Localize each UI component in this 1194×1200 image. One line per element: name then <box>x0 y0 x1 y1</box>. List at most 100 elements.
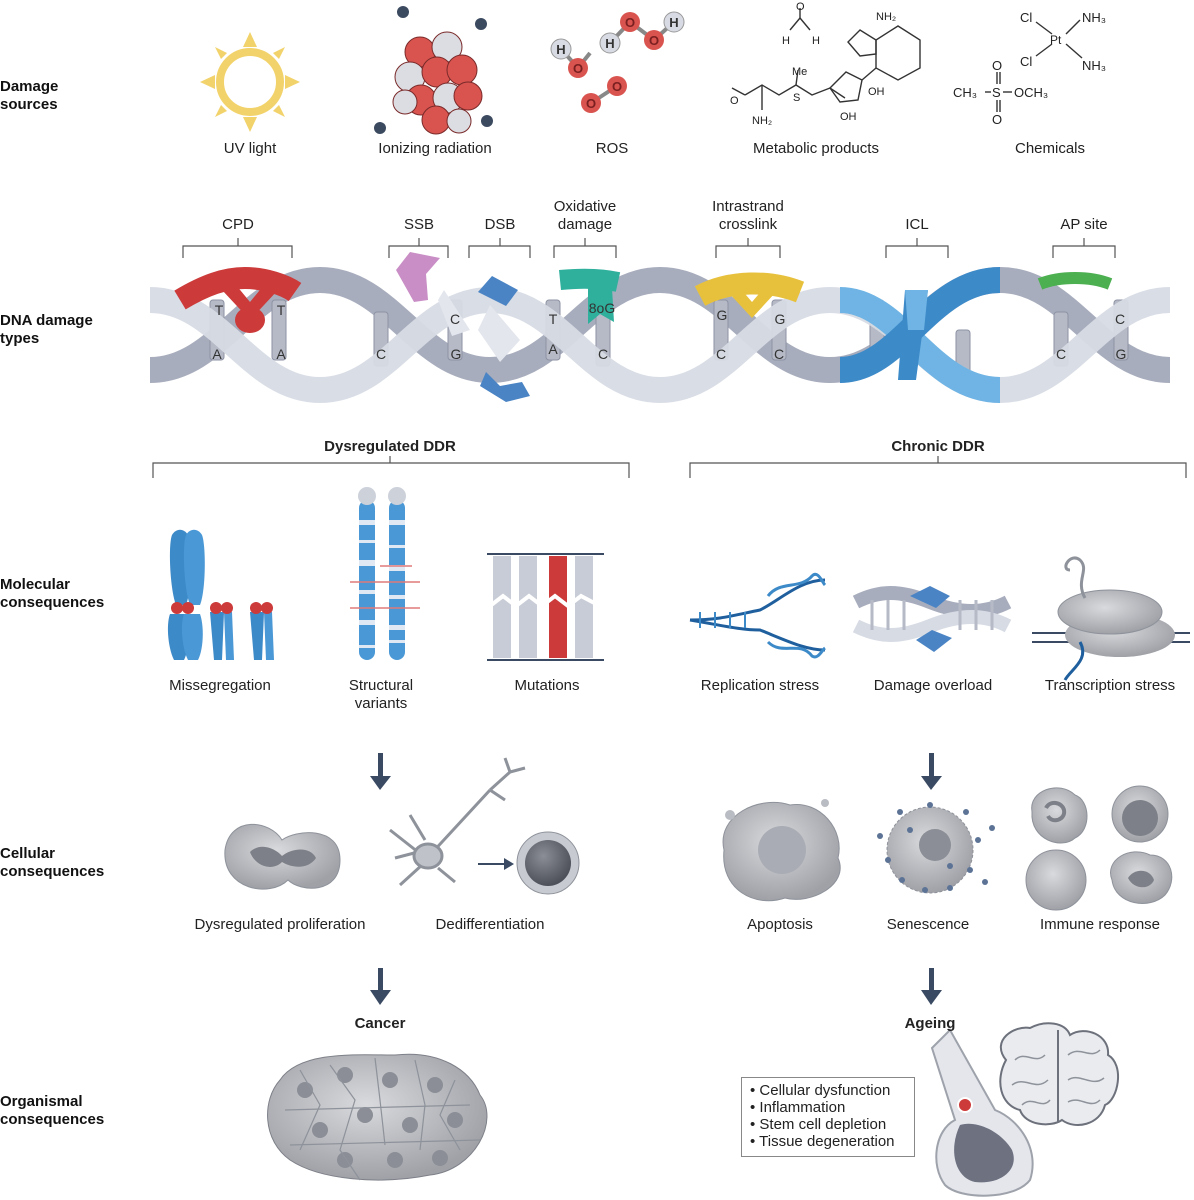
dna-helix: T T A A C G C T 8oG A C G G C C C C G <box>149 252 1171 404</box>
base-letter: T <box>277 302 286 318</box>
tumor-cell-cluster-icon <box>267 1053 488 1181</box>
base-letter: C <box>450 311 460 327</box>
cellular-label-proliferation: Dysregulated proliferation <box>194 916 366 933</box>
molecular-label-replication-stress: Replication stress <box>700 677 820 694</box>
uv-light-icon <box>200 32 300 132</box>
chem-label: OH <box>868 86 885 98</box>
missegregation-icon <box>167 529 274 660</box>
cellular-label-senescence: Senescence <box>886 916 970 933</box>
base-letter: T <box>549 311 558 327</box>
ros-atom: O <box>573 61 583 76</box>
label-line: variants <box>354 695 408 712</box>
damage-type-dsb: DSB <box>484 216 516 233</box>
brain-icon <box>999 1022 1120 1126</box>
ageing-features-list: • Cellular dysfunction • Inflammation • … <box>741 1077 915 1157</box>
base-letter: C <box>598 346 608 362</box>
row-label-line: consequences <box>0 1111 105 1128</box>
row-label-line: Damage <box>0 78 59 95</box>
base-letter: A <box>548 341 558 357</box>
senescence-icon <box>877 802 995 894</box>
damage-type-oxidative: Oxidative damage <box>540 198 630 234</box>
base-letter: C <box>1115 311 1125 327</box>
damage-type-icl: ICL <box>905 216 929 233</box>
base-letter: C <box>376 346 386 362</box>
organismal-label-ageing: Ageing <box>904 1015 956 1032</box>
base-letter: G <box>1116 346 1127 362</box>
source-label-ros: ROS <box>595 140 629 157</box>
chem-label: H <box>782 35 790 47</box>
row-label-line: consequences <box>0 594 105 611</box>
row-label-dna-damage-types: DNA damage types <box>0 312 93 348</box>
row-label-cellular: Cellular consequences <box>0 845 104 881</box>
flow-arrows <box>370 753 942 1005</box>
ros-icon: H O H O O H O O <box>550 11 685 113</box>
mutations-icon <box>487 553 604 661</box>
chem-label: OH <box>840 111 857 123</box>
chemicals-structures: Cl NH₃ Pt Cl NH₃ CH₃ S OCH₃ O O <box>953 10 1106 127</box>
header-line: Oxidative <box>553 198 617 215</box>
chem-label: OCH₃ <box>1014 85 1048 100</box>
replication-stress-icon <box>689 572 827 659</box>
molecular-label-structural-variants: Structural variants <box>331 677 431 713</box>
header-line: Intrastrand <box>712 198 784 215</box>
chem-label: NH₃ <box>1082 10 1106 25</box>
ageing-list-text: Tissue degeneration <box>759 1133 895 1150</box>
dysregulated-proliferation-icon <box>224 823 341 890</box>
row-label-line: Cellular <box>0 845 56 862</box>
stem-cell-icon <box>516 831 580 895</box>
chem-label: S <box>793 92 800 104</box>
row-label-molecular: Molecular consequences <box>0 576 104 612</box>
chem-label: Cl <box>1020 54 1032 69</box>
ageing-list-text: Cellular dysfunction <box>759 1082 891 1099</box>
damage-type-ssb: SSB <box>403 216 434 233</box>
base-letter: G <box>717 307 728 323</box>
base-letter: G <box>775 311 786 327</box>
apoptosis-icon <box>722 799 841 902</box>
chem-label: H <box>812 35 820 47</box>
damage-type-brackets <box>182 238 1116 258</box>
chem-label: NH₂ <box>876 11 896 23</box>
molecular-label-mutations: Mutations <box>514 677 580 694</box>
branch-chronic-ddr: Chronic DDR <box>891 438 985 455</box>
immune-response-icon <box>1025 785 1173 911</box>
damage-overload-icon <box>852 586 1012 652</box>
ageing-list-item: • Tissue degeneration <box>750 1133 895 1150</box>
metabolic-products-structure <box>731 8 921 110</box>
ros-atom: H <box>669 15 678 30</box>
base-letter: C <box>774 346 784 362</box>
chem-label: Cl <box>1020 10 1032 25</box>
chem-label: CH₃ <box>953 85 977 100</box>
damage-type-ap-site: AP site <box>1060 216 1108 233</box>
chem-label: NH₃ <box>1082 58 1106 73</box>
chem-label: O <box>796 1 805 13</box>
molecular-label-damage-overload: Damage overload <box>873 677 993 694</box>
row-label-line: Molecular <box>0 576 71 593</box>
base-letter: 8oG <box>589 300 615 316</box>
base-letter: A <box>276 346 286 362</box>
row-label-line: consequences <box>0 863 105 880</box>
chem-label: Me <box>792 66 807 78</box>
chem-label: O <box>992 112 1002 127</box>
cellular-label-immune-response: Immune response <box>1039 916 1161 933</box>
molecular-label-missegregation: Missegregation <box>169 677 271 694</box>
organismal-label-cancer: Cancer <box>354 1015 406 1032</box>
row-label-damage-sources: Damage sources <box>0 78 58 114</box>
cellular-label-dedifferentiation: Dedifferentiation <box>435 916 545 933</box>
row-label-organismal: Organismal consequences <box>0 1093 104 1129</box>
ros-atom: O <box>625 15 635 30</box>
ros-atom: O <box>649 33 659 48</box>
ros-atom: H <box>605 36 614 51</box>
ageing-list-item: • Cellular dysfunction <box>750 1082 891 1099</box>
header-line: crosslink <box>718 216 778 233</box>
chem-label: NH₂ <box>752 115 772 127</box>
source-label-uv: UV light <box>223 140 277 157</box>
metabolic-products-labels: Me S NH₂ OH OH O NH₂ H H O <box>730 1 896 127</box>
ros-atom: H <box>556 42 565 57</box>
row-label-line: types <box>0 330 40 347</box>
ageing-list-text: Stem cell depletion <box>759 1116 887 1133</box>
damage-type-intrastrand: Intrastrand crosslink <box>700 198 796 234</box>
transcription-stress-icon <box>1032 556 1190 681</box>
label-line: Structural <box>348 677 414 694</box>
ros-atom: O <box>586 96 596 111</box>
